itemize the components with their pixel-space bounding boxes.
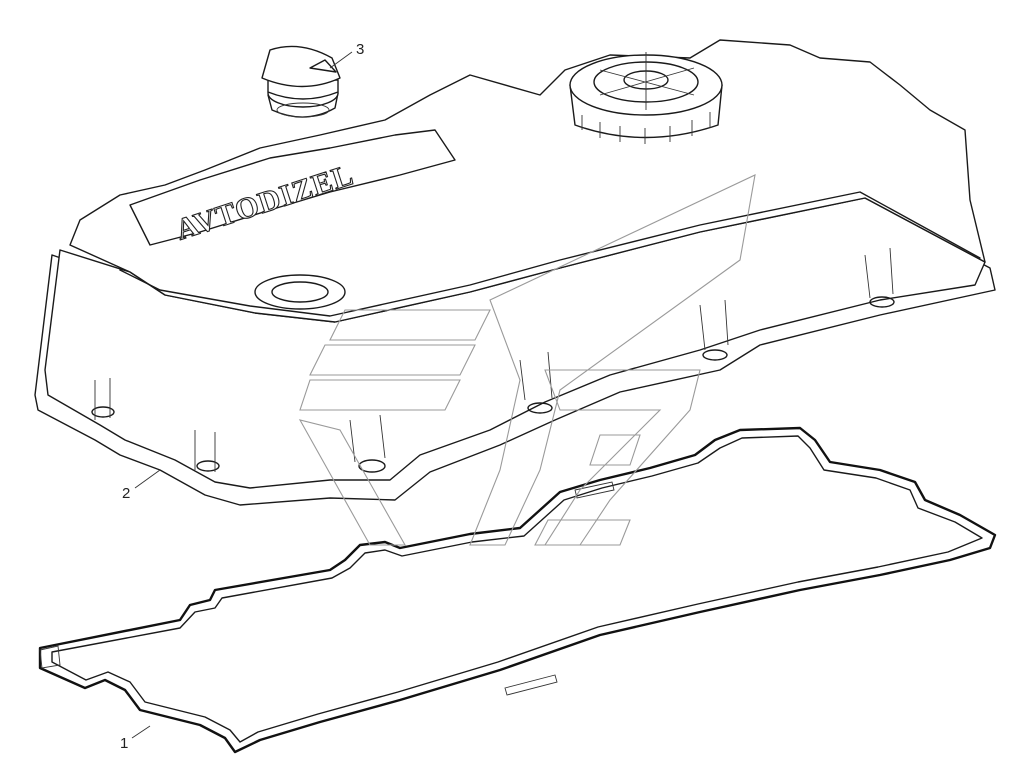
gasket-inner-edge [51, 435, 983, 743]
oil-filler-neck [254, 274, 346, 310]
callout-3: 3 [329, 41, 364, 69]
callout-2: 2 [122, 469, 161, 502]
callout-label-1: 1 [120, 735, 128, 752]
callout-label-3: 3 [356, 41, 364, 58]
valve-cover-gasket [38, 426, 997, 754]
cover-ribs [94, 247, 894, 472]
valve-cover: AVTODIZEL [34, 39, 996, 506]
cover-top [69, 39, 986, 323]
callout-label-2: 2 [122, 485, 130, 502]
oil-filler-cap [261, 45, 341, 118]
bolt-bosses [91, 296, 895, 473]
breather-cap [569, 52, 723, 144]
gasket-outer-edge [38, 426, 997, 754]
watermark-logo [298, 174, 756, 546]
callout-1: 1 [120, 725, 151, 752]
